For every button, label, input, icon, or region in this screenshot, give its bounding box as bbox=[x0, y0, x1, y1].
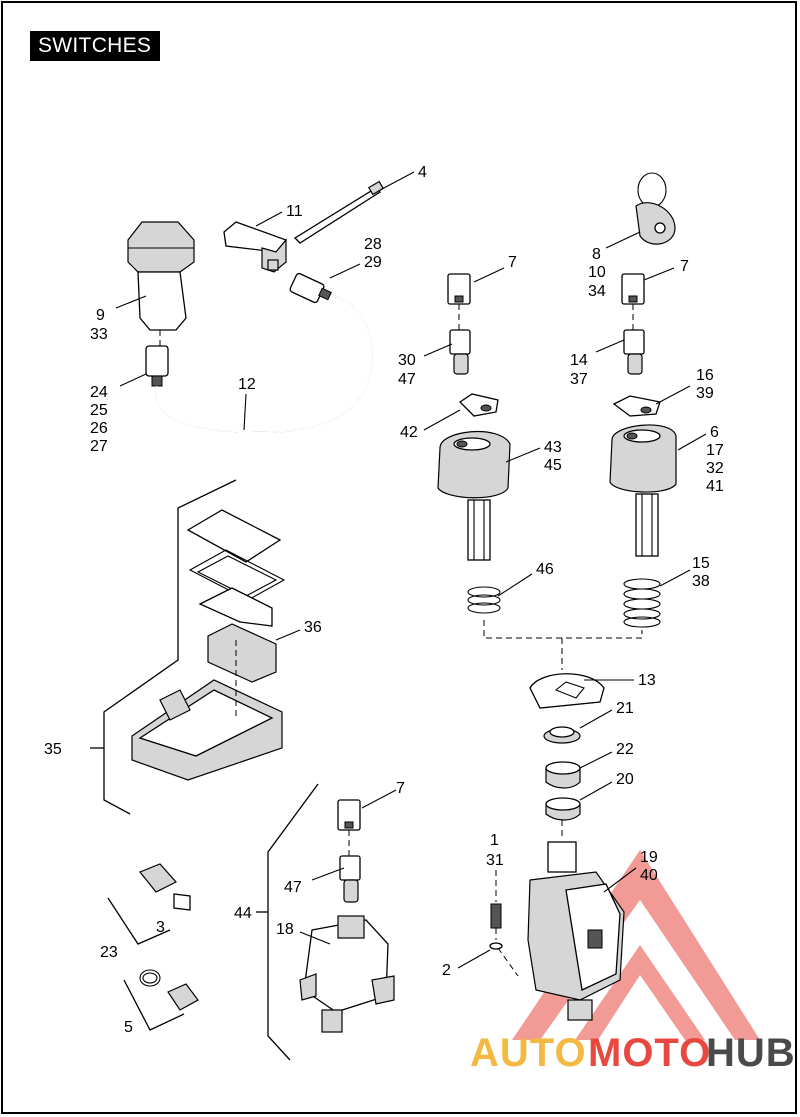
callout-36: 36 bbox=[304, 619, 322, 636]
callout-45: 45 bbox=[544, 457, 562, 474]
callout-44: 44 bbox=[234, 905, 252, 922]
leader-lines bbox=[115, 171, 707, 969]
key-blank-left bbox=[447, 273, 471, 375]
spring-46 bbox=[467, 586, 501, 614]
watermark-text: AUTO MOTO HUB bbox=[470, 1031, 796, 1075]
key-fob bbox=[635, 172, 676, 245]
watermark-word-auto: AUTO bbox=[470, 1031, 587, 1075]
callout-19: 19 bbox=[640, 849, 658, 866]
ring-20 bbox=[545, 797, 581, 821]
fitting-23 bbox=[139, 863, 191, 911]
callout-31: 31 bbox=[486, 852, 504, 869]
callout-15: 15 bbox=[692, 555, 710, 572]
key-lower bbox=[337, 799, 361, 903]
callout-23: 23 bbox=[100, 944, 118, 961]
callout-42: 42 bbox=[400, 424, 418, 441]
wire-harness bbox=[145, 272, 373, 434]
plate-16 bbox=[612, 395, 661, 417]
switch-head-left bbox=[437, 430, 511, 561]
switch-head-right bbox=[609, 424, 677, 557]
callout-18: 18 bbox=[276, 921, 294, 938]
callout-41: 41 bbox=[706, 478, 724, 495]
module-box bbox=[131, 509, 286, 781]
callout-38: 38 bbox=[692, 573, 710, 590]
callout-26: 26 bbox=[90, 420, 108, 437]
callout-7-top-right: 7 bbox=[680, 258, 689, 275]
callout-29: 29 bbox=[364, 254, 382, 271]
callout-25: 25 bbox=[90, 402, 108, 419]
ring-21 bbox=[543, 726, 581, 744]
callout-17: 17 bbox=[706, 442, 724, 459]
callout-47-bottom: 47 bbox=[284, 879, 302, 896]
callout-20: 20 bbox=[616, 771, 634, 788]
key-blank-right bbox=[621, 273, 645, 375]
watermark-word-hub: HUB bbox=[706, 1031, 796, 1075]
spring-15 bbox=[623, 578, 661, 628]
fitting-5 bbox=[139, 969, 199, 1011]
callout-47-top: 47 bbox=[398, 371, 416, 388]
switch-body bbox=[127, 221, 195, 350]
callout-10: 10 bbox=[588, 264, 606, 281]
plate-42 bbox=[458, 393, 499, 417]
connector-11 bbox=[223, 221, 288, 273]
callout-12: 12 bbox=[238, 376, 256, 393]
callout-labels: 4 11 28 29 9 33 24 25 26 27 12 7 30 47 4… bbox=[44, 164, 724, 1036]
callout-7-top-left: 7 bbox=[508, 254, 517, 271]
group-brackets bbox=[90, 479, 319, 1061]
callout-43: 43 bbox=[544, 439, 562, 456]
callout-16: 16 bbox=[696, 367, 714, 384]
callout-13: 13 bbox=[638, 672, 656, 689]
callout-9: 9 bbox=[96, 307, 105, 324]
callout-34: 34 bbox=[588, 283, 606, 300]
callout-24: 24 bbox=[90, 384, 108, 401]
callout-27: 27 bbox=[90, 438, 108, 455]
callout-46: 46 bbox=[536, 561, 554, 578]
callout-32: 32 bbox=[706, 460, 724, 477]
callout-39: 39 bbox=[696, 385, 714, 402]
callout-37: 37 bbox=[570, 371, 588, 388]
callout-33: 33 bbox=[90, 326, 108, 343]
callout-8: 8 bbox=[592, 246, 601, 263]
watermark-word-moto: MOTO bbox=[588, 1031, 711, 1075]
cable-tie bbox=[293, 180, 385, 244]
callout-6: 6 bbox=[710, 424, 719, 441]
callout-7-bottom: 7 bbox=[396, 780, 405, 797]
callout-2: 2 bbox=[442, 962, 451, 979]
callout-22: 22 bbox=[616, 741, 634, 758]
callout-21: 21 bbox=[616, 700, 634, 717]
plate-13 bbox=[529, 673, 605, 709]
callout-11: 11 bbox=[286, 203, 303, 220]
ignition-housing bbox=[527, 841, 625, 1021]
collar-22 bbox=[545, 761, 581, 789]
callout-3: 3 bbox=[156, 919, 165, 936]
watermark-logo bbox=[512, 850, 760, 1040]
callout-40: 40 bbox=[640, 867, 658, 884]
page-title: SWITCHES bbox=[30, 31, 161, 61]
callout-1: 1 bbox=[490, 832, 499, 849]
callout-28: 28 bbox=[364, 236, 382, 253]
callout-14: 14 bbox=[570, 352, 588, 369]
switch-body-18 bbox=[299, 915, 395, 1033]
screw-1 bbox=[489, 870, 519, 977]
callout-5: 5 bbox=[124, 1019, 133, 1036]
callout-35: 35 bbox=[44, 741, 62, 758]
callout-4: 4 bbox=[418, 164, 427, 181]
callout-30: 30 bbox=[398, 352, 416, 369]
